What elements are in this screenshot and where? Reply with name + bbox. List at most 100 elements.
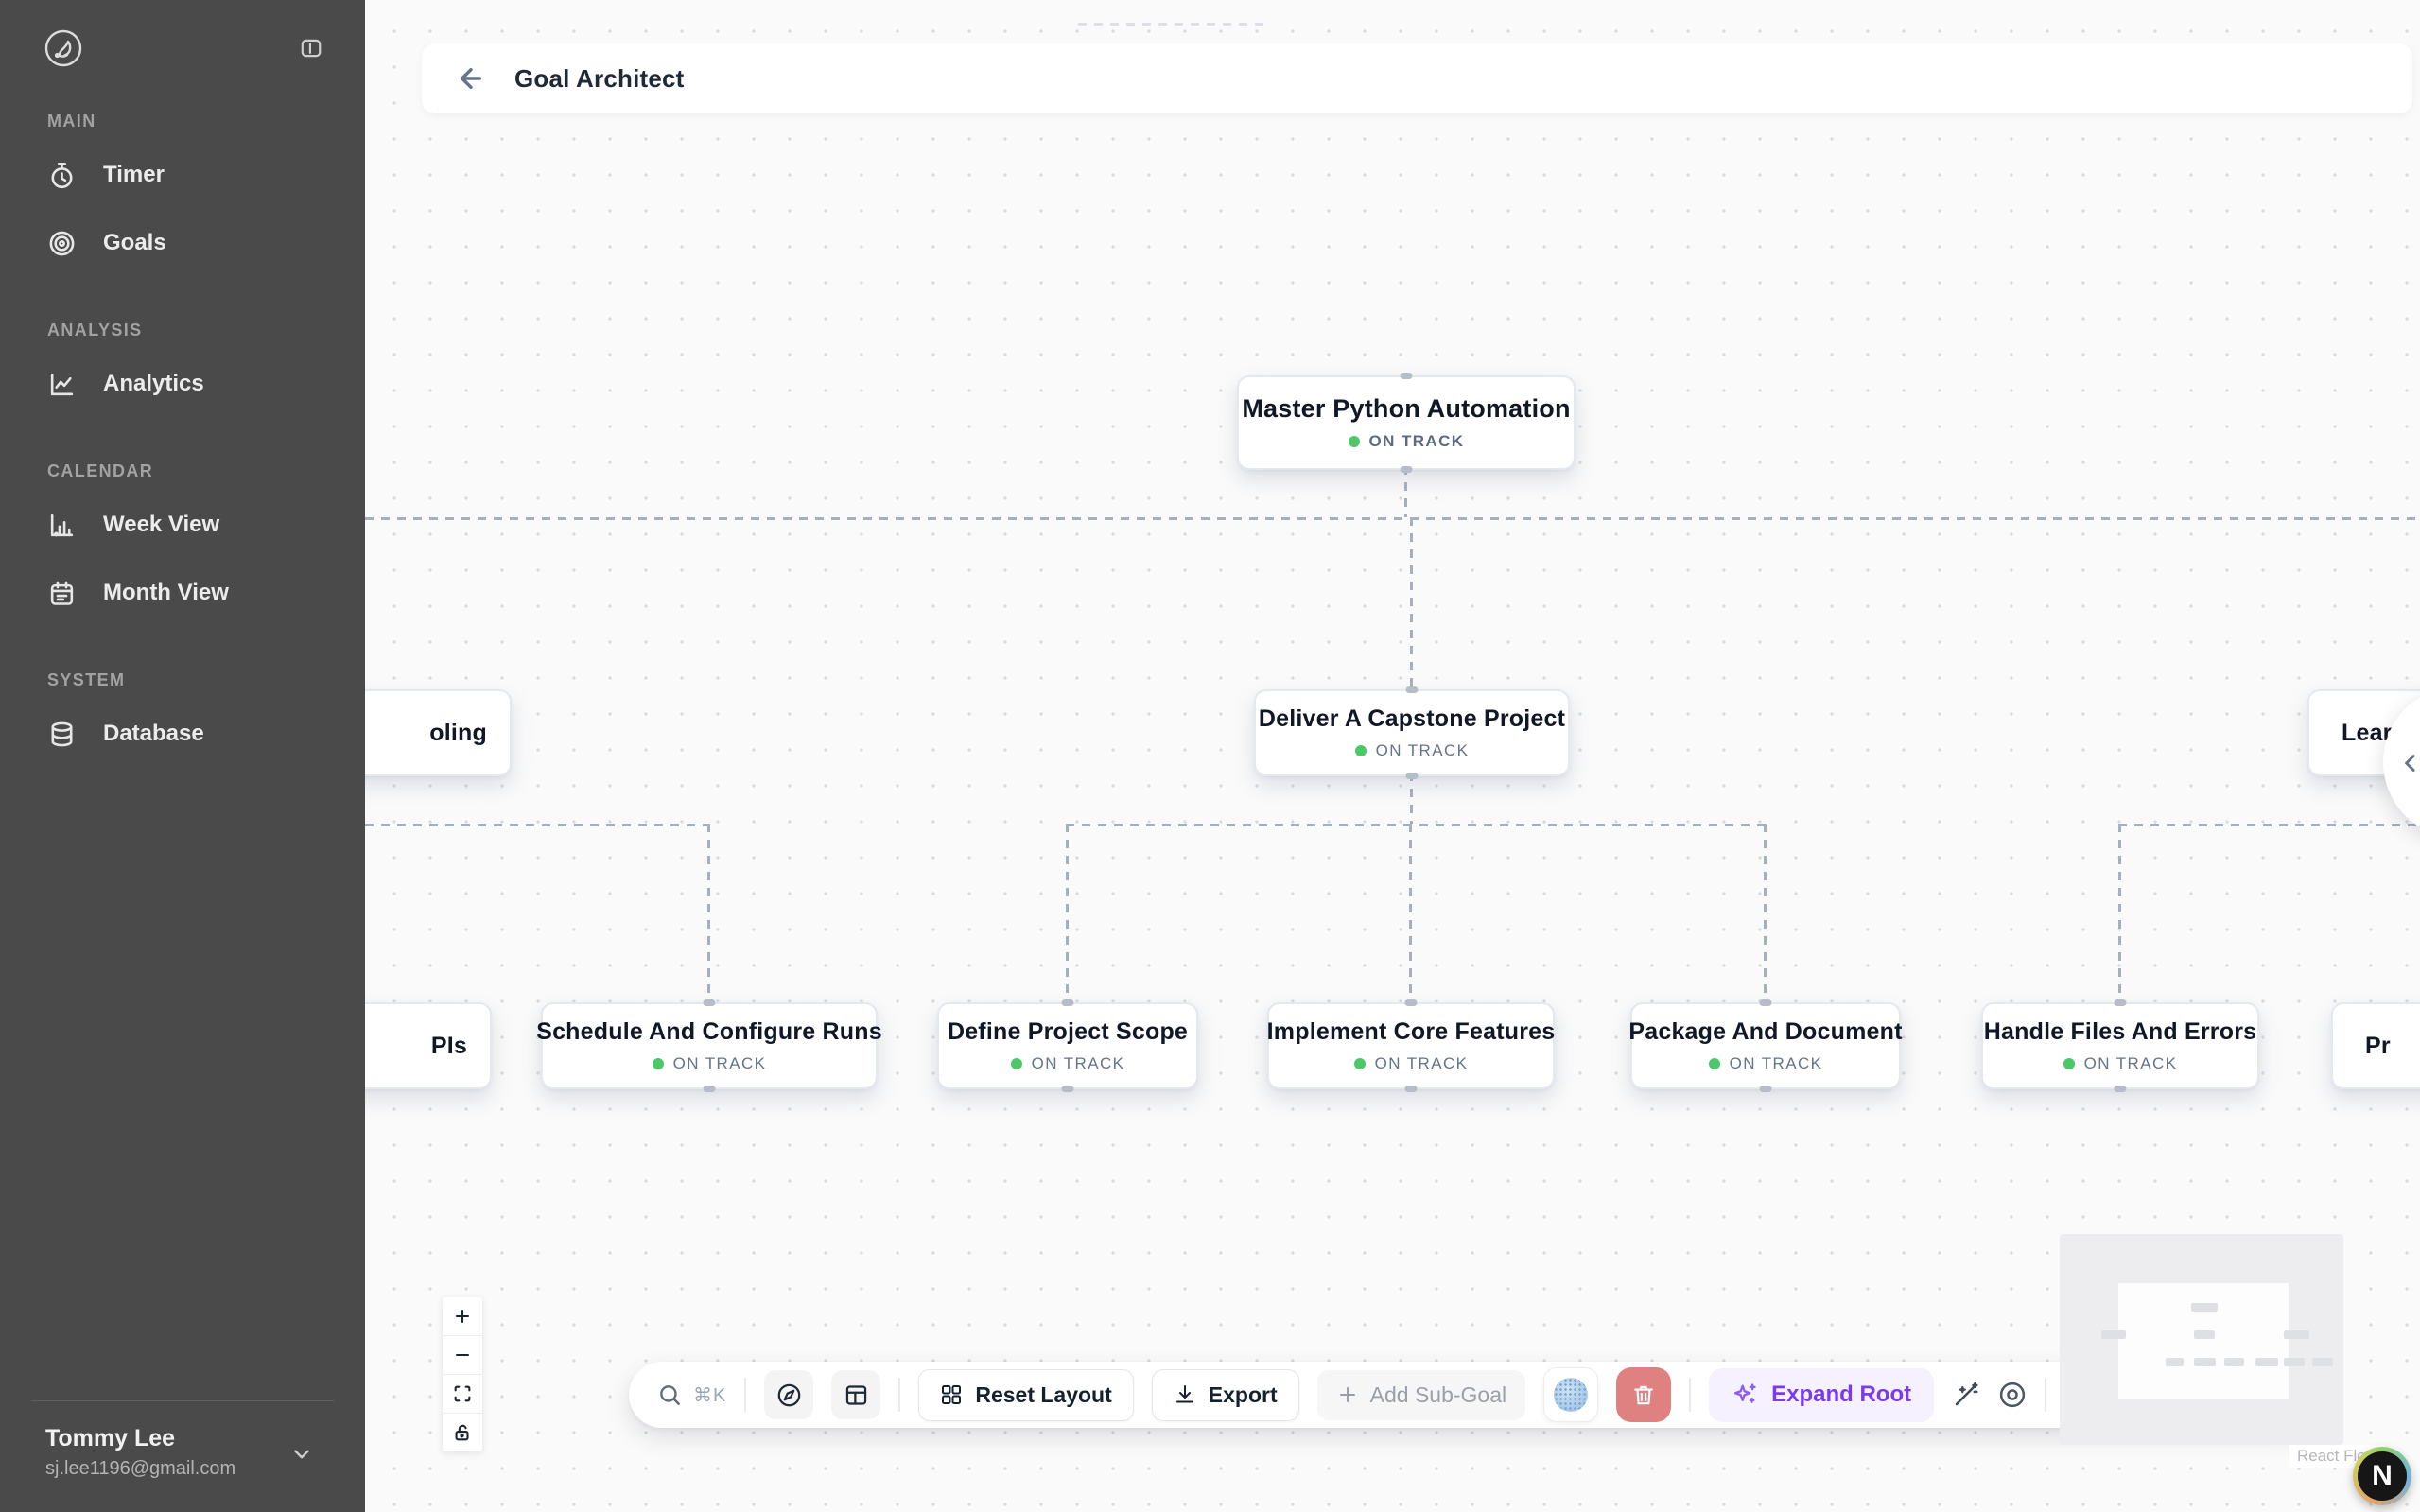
- expand-root-label: Expand Root: [1771, 1382, 1912, 1407]
- sidebar-item-analytics[interactable]: Analytics: [0, 350, 365, 418]
- compass-button[interactable]: [764, 1370, 814, 1419]
- goal-node-capstone[interactable]: Deliver A Capstone Project ON TRACK: [1254, 689, 1570, 776]
- node-status: ON TRACK: [1353, 1054, 1469, 1073]
- sidebar-section-label: MAIN: [47, 112, 96, 130]
- table-icon: [845, 1384, 867, 1405]
- minimap[interactable]: [2060, 1234, 2343, 1445]
- divider: [31, 1400, 334, 1401]
- divider: [744, 1378, 747, 1412]
- edge-connector: [1066, 824, 1069, 1002]
- delete-node-button[interactable]: [1616, 1367, 1672, 1422]
- line-chart-icon: [50, 373, 74, 395]
- zoom-out-button[interactable]: [443, 1336, 482, 1375]
- chevron-down-icon[interactable]: [289, 1442, 314, 1467]
- node-title: Lear: [2342, 719, 2393, 746]
- sidebar-item-goals[interactable]: Goals: [0, 209, 365, 277]
- lock-button[interactable]: [443, 1414, 482, 1451]
- download-icon: [1175, 1385, 1193, 1403]
- goal-node-p-partial[interactable]: Pr: [2331, 1002, 2420, 1089]
- sidebar-item-month-view[interactable]: Month View: [0, 559, 365, 627]
- minimap-node-mark: [2166, 1358, 2184, 1366]
- minimap-viewport[interactable]: [2118, 1283, 2289, 1399]
- user-menu[interactable]: Tommy Lee sj.lee1196@gmail.com: [0, 1400, 365, 1512]
- status-dot-icon: [652, 1058, 664, 1069]
- edge-connector: [365, 824, 707, 826]
- status-dot-icon: [1348, 436, 1360, 447]
- nextjs-dev-badge[interactable]: N: [2353, 1447, 2411, 1505]
- calendar-icon: [50, 581, 74, 605]
- divider: [898, 1378, 901, 1412]
- minimap-node-mark: [2255, 1358, 2278, 1366]
- database-icon: [51, 721, 73, 746]
- focus-ring-icon[interactable]: [1998, 1381, 2027, 1409]
- node-status: ON TRACK: [1010, 1054, 1125, 1073]
- add-sub-goal-label: Add Sub-Goal: [1369, 1382, 1507, 1407]
- edge-connector: [365, 517, 2420, 520]
- node-title: Deliver A Capstone Project: [1258, 705, 1566, 732]
- divider: [2045, 1378, 2047, 1412]
- back-arrow-icon[interactable]: [456, 63, 486, 94]
- sidebar-item-database[interactable]: Database: [0, 700, 365, 768]
- node-status: ON TRACK: [1348, 432, 1465, 451]
- edge-connector: [1410, 517, 1413, 689]
- fit-view-button[interactable]: [443, 1375, 482, 1414]
- edge-connector: [1066, 824, 1764, 826]
- edge-connector: [1404, 466, 1407, 517]
- user-name: Tommy Lee: [45, 1425, 176, 1451]
- sidebar-collapse-icon[interactable]: [299, 36, 323, 61]
- sidebar-item-timer[interactable]: Timer: [0, 141, 365, 209]
- zoom-in-button[interactable]: [443, 1297, 482, 1336]
- plus-icon: [1339, 1387, 1355, 1402]
- minimap-node-mark: [2101, 1330, 2126, 1339]
- wand-sparkles-icon[interactable]: [1952, 1381, 1980, 1409]
- edge-connector: [1078, 23, 1267, 26]
- node-title: Package And Document: [1628, 1018, 1903, 1045]
- column-chart-icon: [50, 513, 74, 536]
- goal-node-scope[interactable]: Define Project Scope ON TRACK: [937, 1002, 1198, 1089]
- sidebar-section-label: ANALYSIS: [47, 321, 143, 339]
- node-status: ON TRACK: [1354, 741, 1470, 760]
- zoom-out-icon: [455, 1353, 470, 1357]
- minimap-node-mark: [2284, 1330, 2309, 1339]
- target-icon: [49, 231, 75, 255]
- expand-root-button[interactable]: Expand Root: [1709, 1367, 1935, 1422]
- page-header: Goal Architect: [422, 43, 2412, 113]
- edge-connector: [2118, 824, 2420, 826]
- node-title: Define Project Scope: [947, 1018, 1189, 1045]
- add-sub-goal-button[interactable]: Add Sub-Goal: [1316, 1369, 1526, 1420]
- minimap-node-mark: [2194, 1330, 2215, 1339]
- fit-view-icon: [454, 1385, 471, 1402]
- node-title: PIs: [430, 1032, 467, 1059]
- node-title: Handle Files And Errors: [1983, 1018, 2257, 1045]
- minimap-node-mark: [2284, 1358, 2305, 1366]
- stopwatch-icon: [51, 162, 73, 188]
- node-title: oling: [429, 719, 487, 746]
- sidebar-item-label: Analytics: [103, 371, 204, 396]
- nextjs-n-logo: N: [2358, 1451, 2407, 1501]
- table-view-button[interactable]: [831, 1370, 881, 1419]
- status-dot-icon: [2063, 1058, 2075, 1069]
- reset-layout-button[interactable]: Reset Layout: [918, 1368, 1134, 1421]
- node-color-button[interactable]: [1543, 1367, 1599, 1422]
- sidebar-section-label: CALENDAR: [47, 461, 154, 480]
- search-icon: [660, 1385, 680, 1405]
- zoom-controls: [443, 1297, 482, 1451]
- zoom-in-icon: [455, 1309, 470, 1324]
- search-button[interactable]: ⌘K: [657, 1382, 726, 1407]
- edge-connector: [1764, 824, 1767, 1002]
- sidebar-item-label: Month View: [103, 580, 229, 605]
- sidebar-item-week-view[interactable]: Week View: [0, 491, 365, 559]
- status-dot-icon: [1010, 1058, 1022, 1069]
- chevron-left-icon: [2405, 755, 2415, 772]
- export-button[interactable]: Export: [1151, 1368, 1299, 1421]
- edge-connector: [1410, 773, 1413, 824]
- edge-connector: [707, 824, 710, 1002]
- sidebar-item-label: Database: [103, 721, 204, 746]
- app-logo-icon: [44, 29, 82, 67]
- sparkles-icon: [1734, 1383, 1756, 1403]
